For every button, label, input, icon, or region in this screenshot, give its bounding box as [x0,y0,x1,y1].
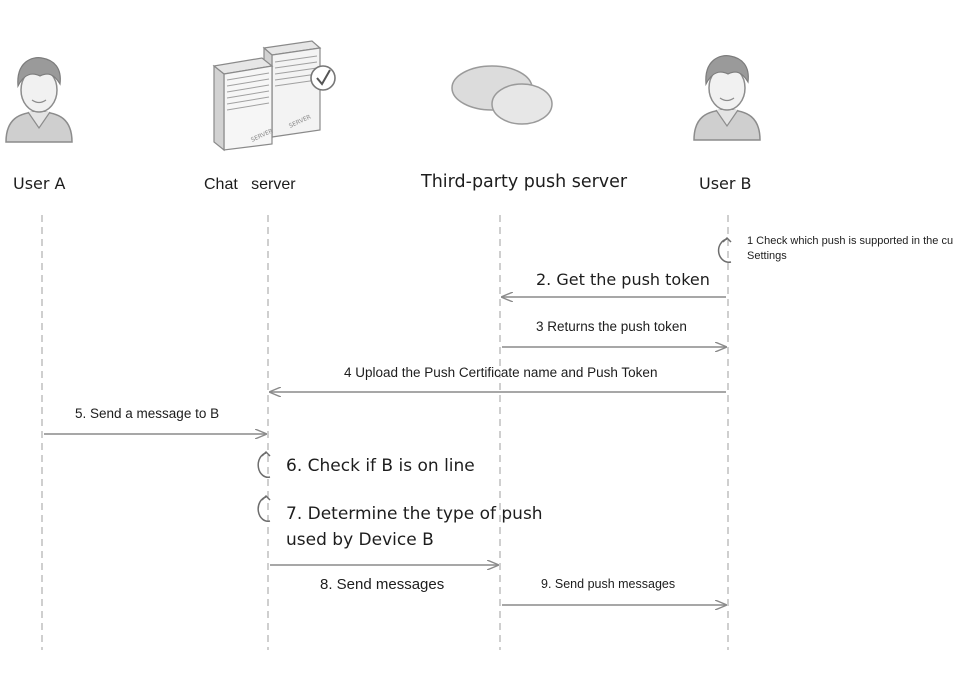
server-rack-icon: SERVER SERVER [212,40,336,152]
user-avatar-icon [693,55,761,141]
step-7-line-1: 7. Determine the type of push [286,504,543,524]
step-9-label: 9. Send push messages [541,577,676,591]
circular-arrow-icon [257,494,271,523]
actor-label-push-server: Third-party push server [421,172,628,192]
step-7-line-2: used by Device B [286,529,434,550]
step-2-label: 2. Get the push token [536,270,710,289]
step-3-label: 3 Returns the push token [536,319,687,334]
cloud-icon [451,65,553,125]
step-1-label: 1 Check which push is supported in the c… [747,234,953,265]
step-4-label: 4 Upload the Push Certificate name and P… [344,365,658,380]
step-6-label: 6. Check if B is on line [286,456,475,476]
user-avatar-icon [5,57,73,143]
circular-arrow-icon [717,236,732,263]
circular-arrow-icon [257,450,271,479]
step-7-label: 7. Determine the type of push used by De… [286,502,543,553]
actor-label-chat-server: Chat server [204,176,296,193]
actor-label-user-b: User B [699,174,752,193]
step-1-line-2: Settings [747,250,787,263]
step-1-line-1: 1 Check which push is supported in the c… [747,235,954,247]
actor-label-user-a: User A [13,174,66,193]
step-8-label: 8. Send messages [320,576,445,593]
step-5-label: 5. Send a message to B [75,406,220,421]
